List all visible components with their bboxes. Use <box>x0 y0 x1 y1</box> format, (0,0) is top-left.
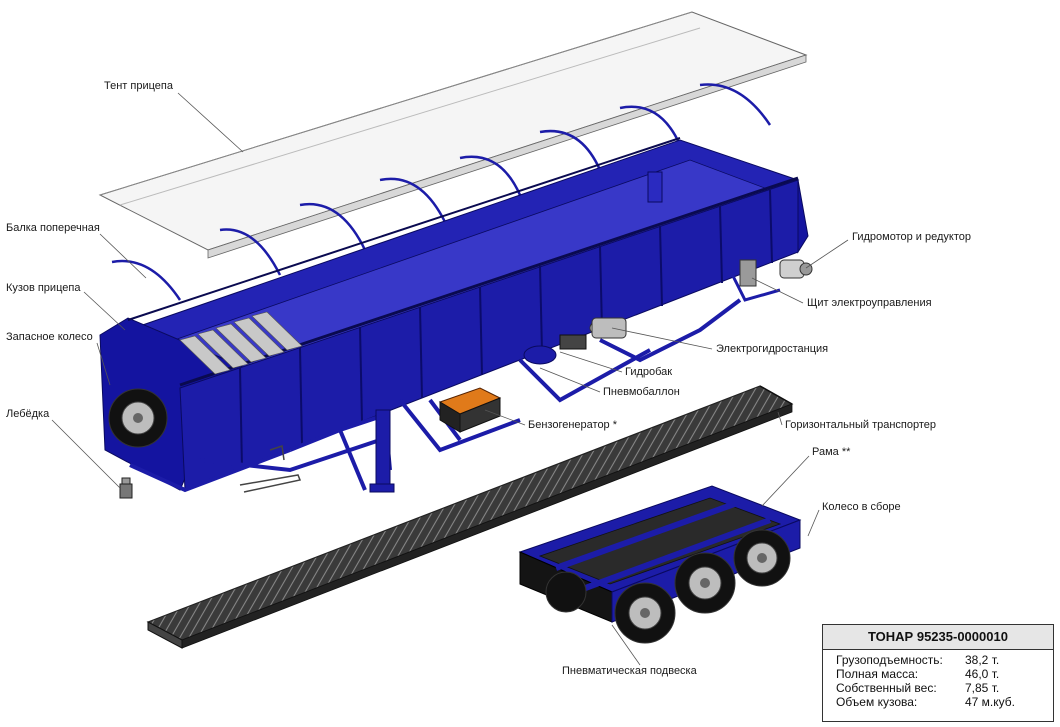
spec-title: ТОНАР 95235-0000010 <box>823 625 1053 650</box>
conveyor <box>146 385 794 649</box>
spec-label: Объем кузова: <box>836 695 918 709</box>
spec-row: Объем кузова: 47 м.куб. <box>823 695 1053 709</box>
spec-table: ТОНАР 95235-0000010 Грузоподъемность: 38… <box>822 624 1054 722</box>
label-frame: Рама ** <box>812 446 851 458</box>
label-spare-wheel: Запасное колесо <box>6 331 93 343</box>
winch <box>119 477 133 499</box>
label-pneumo-balloon: Пневмобаллон <box>603 386 680 398</box>
generator <box>438 387 502 433</box>
label-beam: Балка поперечная <box>6 222 100 234</box>
spec-row: Полная масса: 46,0 т. <box>823 667 1053 681</box>
spec-value: 7,85 т. <box>965 681 1000 695</box>
tent-cover <box>98 11 808 259</box>
label-conveyor: Горизонтальный транспортер <box>785 419 937 431</box>
spec-label: Грузоподъемность: <box>836 653 943 667</box>
spec-value: 46,0 т. <box>965 667 1000 681</box>
loose-parts <box>239 445 302 493</box>
hydromotor <box>779 259 813 279</box>
label-hydro-station: Электрогидростанция <box>716 343 829 355</box>
label-suspension: Пневматическая подвеска <box>562 665 697 677</box>
trailer-body <box>99 137 809 491</box>
axle-wheels <box>545 529 791 644</box>
hydro-station <box>523 317 627 365</box>
label-hydromotor: Гидромотор и редуктор <box>852 231 971 243</box>
tent-bows <box>111 83 772 301</box>
spare-wheel <box>108 388 168 448</box>
spec-row: Собственный вес: 7,85 т. <box>823 681 1053 695</box>
label-hydro-tank: Гидробак <box>625 366 673 378</box>
label-body: Кузов прицепа <box>6 282 81 294</box>
control-panel <box>728 259 781 302</box>
support-leg <box>369 409 395 493</box>
spec-label: Полная масса: <box>836 667 919 681</box>
leader-lines <box>51 92 849 666</box>
label-tent: Тент прицепа <box>104 80 173 92</box>
spec-value: 47 м.куб. <box>965 695 1015 709</box>
label-generator: Бензогенератор * <box>528 419 618 431</box>
label-winch: Лебёдка <box>6 408 50 420</box>
spec-value: 38,2 т. <box>965 653 1000 667</box>
label-control-panel: Щит электроуправления <box>807 297 932 309</box>
spec-label: Собственный вес: <box>836 681 937 695</box>
label-wheel-assembly: Колесо в сборе <box>822 501 901 513</box>
spec-row: Грузоподъемность: 38,2 т. <box>823 653 1053 667</box>
